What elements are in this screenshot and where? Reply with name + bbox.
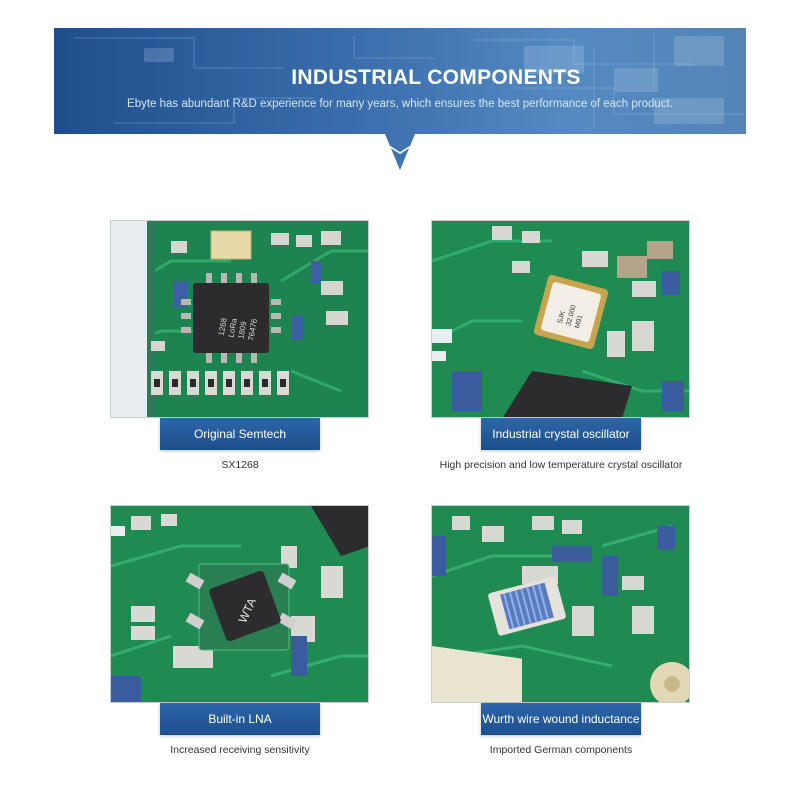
pcb-photo-semtech: 1268 LoRa 1809 76476 xyxy=(110,220,369,418)
svg-text:76476: 76476 xyxy=(246,318,259,342)
feature-card-inductance: Wurth wire wound inductance xyxy=(431,505,690,735)
header-banner: INDUSTRIAL COMPONENTS Ebyte has abundant… xyxy=(54,28,746,170)
svg-text:1268: 1268 xyxy=(217,317,229,337)
chevron-down-icon xyxy=(388,145,412,154)
feature-card-crystal: SJK 32.000 M91 Industrial crystal oscill… xyxy=(431,220,690,450)
svg-text:LoRa: LoRa xyxy=(227,317,239,338)
card-caption-crystal: High precision and low temperature cryst… xyxy=(439,459,683,471)
svg-text:M91: M91 xyxy=(574,314,584,329)
page-subtitle: Ebyte has abundant R&D experience for ma… xyxy=(127,98,673,110)
pcb-photo-inductance xyxy=(431,505,690,703)
card-label: Wurth wire wound inductance xyxy=(481,703,641,735)
card-label: Original Semtech xyxy=(160,418,320,450)
card-caption-inductance: Imported German components xyxy=(489,744,633,756)
card-label: Industrial crystal oscillator xyxy=(481,418,641,450)
card-caption-lna: Increased receiving sensitivity xyxy=(170,744,310,756)
card-caption-semtech: SX1268 xyxy=(221,459,259,471)
pcb-photo-crystal: SJK 32.000 M91 xyxy=(431,220,690,418)
page-title: INDUSTRIAL COMPONENTS xyxy=(291,66,581,89)
feature-card-lna: WTA Built-in LNA xyxy=(110,505,369,735)
svg-text:1809: 1809 xyxy=(236,320,248,340)
svg-text:SJK: SJK xyxy=(557,310,567,325)
chip-marking: 1268 LoRa 1809 76476 xyxy=(217,317,259,342)
feature-card-semtech: 1268 LoRa 1809 76476 Original Semtech xyxy=(110,220,369,450)
card-label: Built-in LNA xyxy=(160,703,320,735)
pcb-photo-lna: WTA xyxy=(110,505,369,703)
